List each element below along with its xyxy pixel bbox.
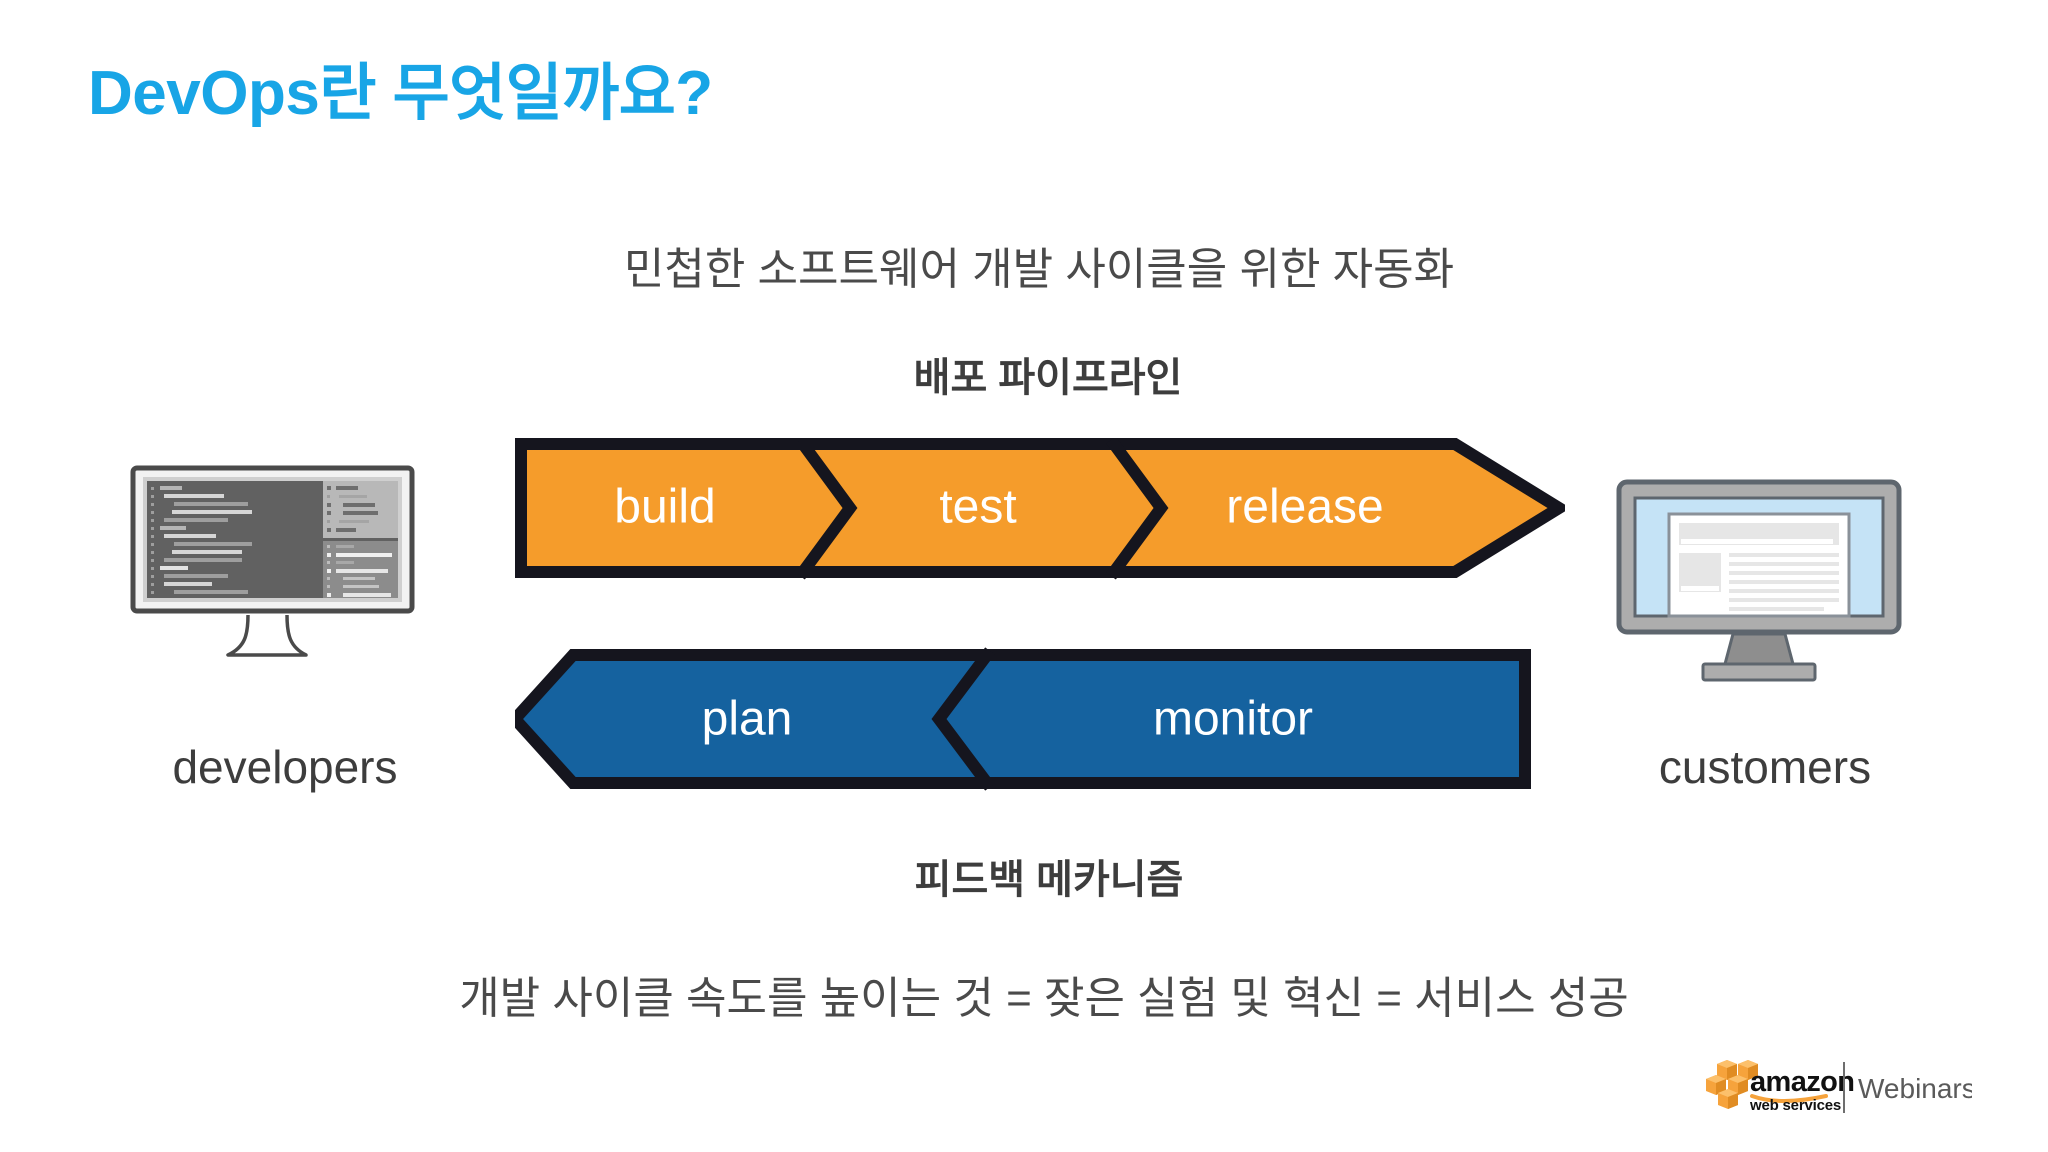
pipeline-stage-label-release: release — [1226, 481, 1383, 534]
webinars-wordmark: Webinars — [1858, 1073, 1972, 1104]
outcome-formula-text: 개발 사이클 속도를 높이는 것 = 잦은 실험 및 혁신 = 서비스 성공 — [459, 974, 1629, 1023]
amazon-swoosh — [1750, 1094, 1828, 1103]
persona-label-developers: developers — [172, 741, 398, 793]
page-text-lines — [1729, 553, 1839, 611]
pipeline-caption-text: 배포 파이프라인 — [913, 356, 1183, 400]
monitor-neck — [1723, 632, 1795, 666]
page-title: DevOps란 무엇일까요? — [88, 59, 713, 128]
developer-monitor-icon — [130, 465, 415, 657]
feedback-stage-label-plan: plan — [702, 693, 793, 746]
persona-label-customers: customers — [1658, 741, 1872, 793]
page-image-underline — [1681, 586, 1719, 591]
customer-monitor-icon — [1616, 479, 1902, 682]
aws-webinars-logo: amazon web services Webinars — [1706, 1060, 1972, 1114]
subtitle: 민첩한 소프트웨어 개발 사이클을 위한 자동화 — [0, 233, 2048, 297]
pipeline-arrow: build test release — [515, 438, 1565, 580]
feedback-divider-1 — [931, 647, 995, 791]
code-pane — [147, 481, 321, 598]
feedback-arrow-body — [515, 649, 1531, 789]
feedback-caption: 피드백 메카니즘 — [0, 847, 2048, 905]
web-services-wordmark: web services — [1749, 1097, 1841, 1114]
side-pane-top — [323, 481, 398, 538]
feedback-arrow: plan monitor — [515, 647, 1531, 791]
amazon-wordmark: amazon — [1750, 1066, 1854, 1098]
pipeline-arrow-body — [515, 438, 1565, 578]
aws-cubes-icon — [1706, 1060, 1758, 1109]
feedback-stage-label-monitor: monitor — [1153, 693, 1313, 746]
side-pane-top-rows — [327, 486, 378, 532]
pipeline-caption: 배포 파이프라인 — [0, 345, 2048, 403]
code-lines — [160, 486, 252, 594]
pipeline-stage-label-test: test — [939, 481, 1016, 534]
pipeline-divider-1 — [795, 438, 858, 580]
page-header-underline — [1681, 539, 1833, 544]
devops-loop-diagram: build test release plan monitor — [515, 438, 1565, 791]
subtitle-text: 민첩한 소프트웨어 개발 사이클을 위한 자동화 — [623, 245, 1455, 294]
code-gutter-marks — [151, 487, 154, 594]
feedback-caption-text: 피드백 메카니즘 — [914, 858, 1184, 902]
side-pane-bottom-rows — [327, 545, 392, 597]
monitor-stand — [226, 614, 308, 657]
pipeline-stage-label-build: build — [614, 481, 715, 534]
outcome-formula: 개발 사이클 속도를 높이는 것 = 잦은 실험 및 혁신 = 서비스 성공 — [0, 962, 2048, 1026]
page-image-placeholder — [1679, 553, 1721, 592]
monitor-base — [1701, 662, 1817, 682]
pipeline-divider-2 — [1106, 438, 1169, 580]
